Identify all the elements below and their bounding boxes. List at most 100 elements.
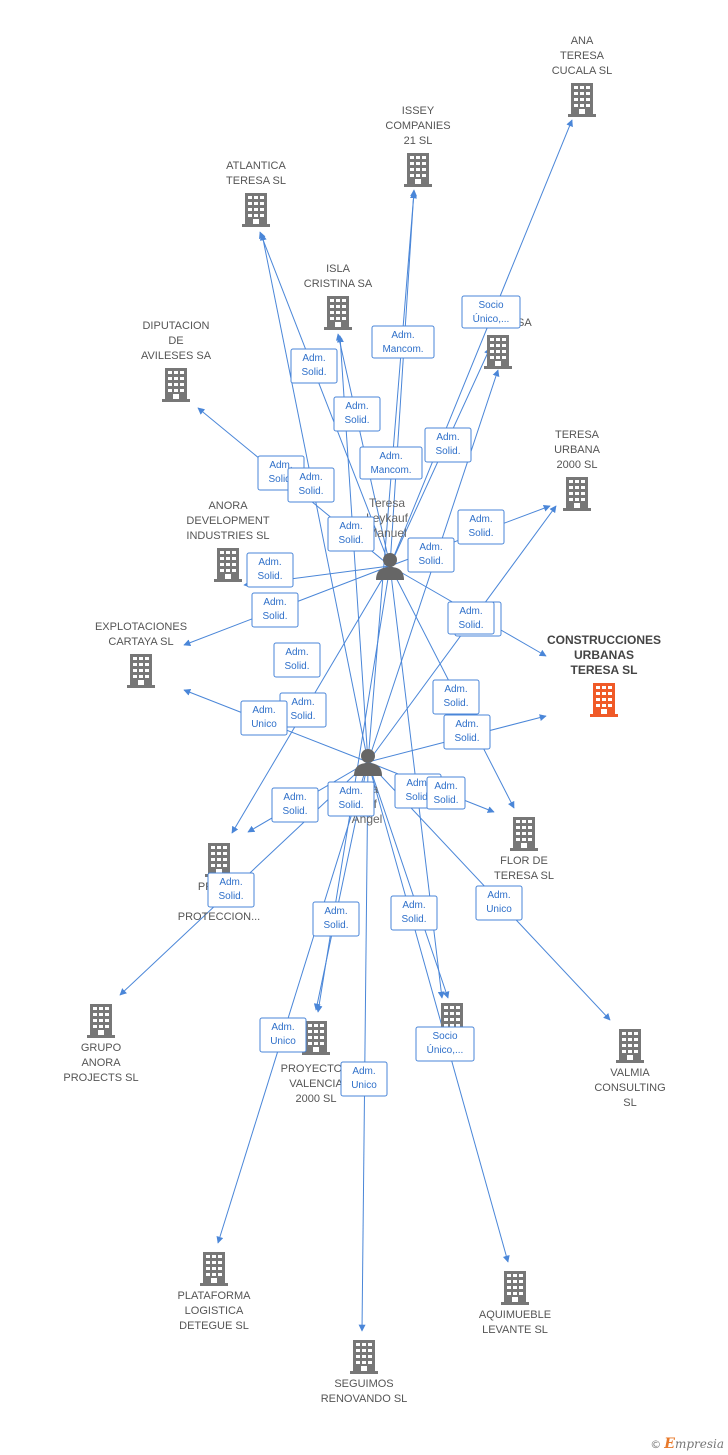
edge-label-box	[432, 679, 480, 715]
edge-role-label[interactable]: Adm.Solid.	[333, 396, 381, 432]
building-icon	[501, 1271, 529, 1305]
edge-label-text: Solid.	[433, 795, 458, 806]
edge-role-label[interactable]: Adm.Solid.	[407, 537, 455, 573]
building-icon	[324, 296, 352, 330]
edge-role-label[interactable]: Adm. Mancom.	[359, 446, 423, 480]
edge-role-label[interactable]: Adm.Solid.	[457, 509, 505, 545]
edge-role-label[interactable]: SocioÚnico,...	[461, 295, 521, 329]
edge-label-text: Adm.	[291, 697, 314, 708]
edge-label-text: Solid.	[301, 367, 326, 378]
company-label-line: GRUPO	[81, 1042, 122, 1054]
edge-role-label[interactable]: Adm.Solid.	[432, 679, 480, 715]
edge-label-text: Solid.	[344, 415, 369, 426]
edge-label-text: Único,...	[427, 1043, 464, 1056]
edge-label-text: Adm.	[459, 606, 482, 617]
edge-label-box	[327, 781, 375, 817]
edge-label-text: Adm.	[299, 472, 322, 483]
building-icon	[404, 153, 432, 187]
company-label-line: LEVANTE SL	[482, 1324, 548, 1336]
edge-label-box	[359, 446, 423, 480]
edge-label-text: Solid.	[458, 620, 483, 631]
company-label-line: CONSULTING	[594, 1082, 665, 1094]
company-label-line: TERESA	[560, 50, 605, 62]
edge-role-label[interactable]: Adm.Solid.	[443, 714, 491, 750]
edge-label-text: Mancom.	[370, 465, 411, 476]
edge-role-label[interactable]: Adm.Mancom.	[371, 325, 435, 359]
edge-role-label[interactable]: Adm.Solid.	[246, 552, 294, 588]
edge-label-box	[333, 396, 381, 432]
edge-role-label[interactable]: Adm.Solid.	[271, 787, 319, 823]
edge-role-label[interactable]: Adm. Solid.	[447, 601, 495, 635]
edge-role-label[interactable]: Adm.Unico	[240, 700, 288, 736]
edge-role-label[interactable]: Adm.Solid.	[312, 901, 360, 937]
edge-label-text: Solid.	[290, 711, 315, 722]
building-icon	[214, 548, 242, 582]
edge-label-text: Adm.	[402, 900, 425, 911]
edge-role-label[interactable]: Adm.Solid.	[426, 776, 466, 810]
edge-role-label[interactable]: Adm. Solid.	[279, 692, 327, 728]
company-label-line: COMPANIES	[385, 120, 450, 132]
edge-role-label[interactable]: Adm.Unico	[340, 1061, 388, 1097]
edge-label-text: Adm.	[444, 684, 467, 695]
edge-role-label[interactable]: Adm.Unico	[475, 885, 523, 921]
company-label-line: FLOR DE	[500, 855, 548, 867]
edge-label-box	[475, 885, 523, 921]
company-label-line: CRISTINA SA	[304, 278, 373, 290]
edge-role-label[interactable]: Adm.Solid.	[327, 781, 375, 817]
edge-label-text: Solid.	[268, 474, 293, 485]
edge-label-box	[457, 509, 505, 545]
edge-label-box	[287, 467, 335, 503]
brand-footer[interactable]: ©Empresia	[650, 1436, 724, 1452]
company-label-line: TERESA	[555, 429, 600, 441]
company-label-line: 21 SL	[404, 135, 433, 147]
edge-role-label[interactable]: Adm. Solid.	[390, 895, 438, 931]
edge-role-label[interactable]: Adm.Solid.	[424, 427, 472, 463]
edge-label-box	[246, 552, 294, 588]
edge-role-label[interactable]: Adm.Solid.	[207, 872, 255, 908]
company-label-line: CONSTRUCCIONES	[547, 633, 661, 647]
relation-edge	[358, 761, 369, 1332]
edge-role-label[interactable]: Adm.Solid.	[287, 467, 335, 503]
building-icon	[162, 368, 190, 402]
brand-initial: E	[664, 1436, 675, 1452]
edge-label-text: Solid.	[401, 914, 426, 925]
edge-label-text: Adm.	[339, 786, 362, 797]
edge-role-label[interactable]: Adm.Solid.	[290, 348, 338, 384]
edge-role-label[interactable]: Adm.Solid.	[251, 592, 299, 628]
edge-label-box	[426, 776, 466, 810]
edge-label-text: Adm.	[283, 792, 306, 803]
edge-role-label[interactable]: Adm.Unico	[259, 1017, 307, 1053]
edge-label-text: Unico	[486, 904, 512, 915]
company-label-line: VALENCIA	[289, 1078, 343, 1090]
edge-role-label[interactable]: SocioÚnico,...	[415, 1026, 475, 1062]
edge-label-text: Solid.	[468, 528, 493, 539]
edge-role-label[interactable]: Adm.Solid.	[273, 642, 321, 678]
company-label-line: LOGISTICA	[185, 1305, 244, 1317]
relation-edge	[367, 761, 510, 1263]
copyright-symbol: ©	[650, 1438, 662, 1451]
edge-label-text: Adm.	[379, 451, 402, 462]
edge-label-text: Unico	[251, 719, 277, 730]
edge-label-text: Adm.	[271, 1022, 294, 1033]
building-icon	[350, 1340, 378, 1374]
company-label-line: URBANA	[554, 444, 601, 456]
edge-role-label[interactable]: Adm.Solid.	[327, 516, 375, 552]
